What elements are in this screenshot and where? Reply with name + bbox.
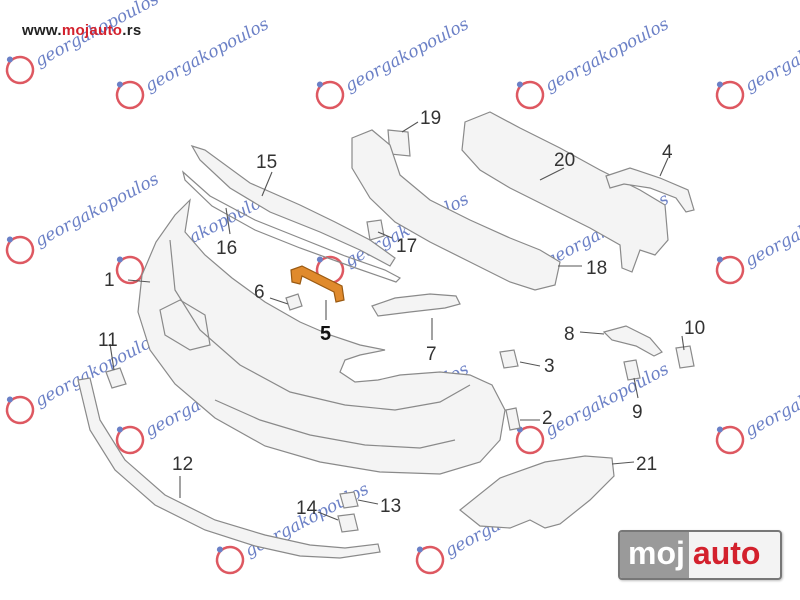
part-12-lip <box>77 377 381 559</box>
logo-part-auto: auto <box>692 535 761 571</box>
watermark-logo: georgakopoulos <box>515 14 673 110</box>
part-4-bracket <box>605 167 695 213</box>
part-10-bolt <box>675 345 695 369</box>
watermark-logo: georgakopoulos <box>5 0 163 85</box>
site-url-prefix: www. <box>22 22 62 39</box>
callout-14: 14 <box>296 498 318 519</box>
part-15-upper-strip <box>190 144 396 267</box>
part-11-clip <box>105 367 127 389</box>
watermark-text: georgakopoulos <box>742 359 800 441</box>
logo-part-moj: moj <box>620 532 689 578</box>
watermark-text: georgakopoulos <box>742 14 800 96</box>
part-6-bolt <box>285 293 303 311</box>
part-8-bracket <box>602 325 663 357</box>
watermark-logo: georgakopoulos <box>5 169 163 265</box>
part-21-trim <box>459 455 615 529</box>
callout-16: 16 <box>216 238 237 259</box>
watermark-logo: georgakopoulos <box>715 359 800 455</box>
site-url-suffix: .rs <box>122 22 142 39</box>
watermark-logo: georgakopoulos <box>5 329 163 425</box>
watermark-text: georgakopoulos <box>742 189 800 271</box>
watermark-text: georgakopoulos <box>542 359 673 441</box>
callout-19: 19 <box>420 108 441 129</box>
bumper-cover <box>137 198 506 475</box>
watermark-text: georgakopoulos <box>142 14 273 96</box>
site-url-brand: mojauto <box>61 22 123 39</box>
leader-lines <box>109 121 685 521</box>
callout-12: 12 <box>172 454 193 475</box>
callout-11: 11 <box>98 330 118 351</box>
watermark-text: georgakopoulos <box>542 14 673 96</box>
callout-4: 4 <box>662 142 673 163</box>
callout-3: 3 <box>544 356 555 377</box>
watermark-logo: georgakopoulos <box>515 359 673 455</box>
part-20-beam <box>461 111 669 273</box>
part-5-bracket <box>290 265 345 303</box>
callout-20: 20 <box>554 150 575 171</box>
part-3-clip <box>499 349 519 369</box>
part-7-trim <box>371 293 461 317</box>
watermark-logo: georgakopoulos <box>715 189 800 285</box>
callout-15: 15 <box>256 152 277 173</box>
part-16-lower-strip <box>181 170 401 283</box>
callout-18: 18 <box>586 258 607 279</box>
callout-10: 10 <box>684 318 705 339</box>
watermark-text: georgakopoulos <box>342 14 473 96</box>
bumper-fog-opening <box>159 299 211 351</box>
watermark-logo: georgakopoulos <box>315 14 473 110</box>
part-14-clip <box>337 513 359 533</box>
bumper-lower-vent <box>214 399 456 449</box>
bumper-inner-edge <box>169 239 471 411</box>
callout-21: 21 <box>636 454 657 475</box>
callout-8: 8 <box>564 324 575 345</box>
callout-7: 7 <box>426 344 437 365</box>
part-17-clip <box>366 219 385 241</box>
part-18-absorber <box>351 129 561 291</box>
callout-5: 5 <box>320 323 331 345</box>
part-13-clip <box>339 491 359 509</box>
part-9-bolt <box>623 359 641 381</box>
site-url[interactable]: www.mojauto.rs <box>22 22 142 39</box>
watermark-logo: georgakopoulos <box>715 14 800 110</box>
callout-2: 2 <box>542 408 553 429</box>
watermark-text: georgakopoulos <box>32 169 163 251</box>
part-2-screw <box>505 407 521 431</box>
callout-13: 13 <box>380 496 401 517</box>
callout-6: 6 <box>254 282 265 303</box>
callout-1: 1 <box>104 270 115 291</box>
callout-17: 17 <box>396 236 417 257</box>
callout-9: 9 <box>632 402 643 423</box>
